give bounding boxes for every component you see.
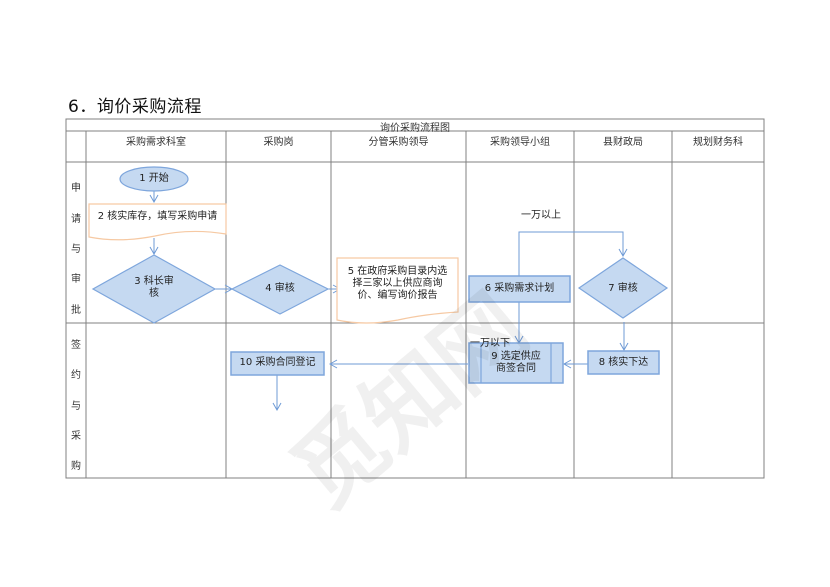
node-shapes (88, 166, 669, 384)
row-label-char: 约 (71, 370, 81, 381)
node-10-label: 10 采购合同登记 (239, 357, 316, 368)
row-label-char: 采 (71, 431, 81, 442)
table-title: 询价采购流程图 (380, 123, 450, 134)
node-4-diamond (230, 264, 330, 315)
column-header-demand-dept: 采购需求科室 (126, 137, 186, 148)
node-5-document (336, 257, 459, 324)
column-header-finance-bureau: 县财政局 (603, 137, 643, 148)
connectors (149, 190, 629, 412)
node-9-predefined (468, 342, 564, 384)
node-7-diamond (577, 257, 669, 319)
row-label-char: 申 (71, 183, 81, 194)
node-2-label: 2 核实库存，填写采购申请 (97, 211, 218, 222)
node-3-diamond (91, 254, 217, 324)
section-heading: 6．询价采购流程 (68, 97, 202, 117)
node-2-document (88, 203, 227, 241)
column-header-procurement-post: 采购岗 (263, 137, 294, 148)
node-4-label: 4 审核 (265, 283, 295, 294)
row-label-char: 审 (71, 274, 81, 285)
node-1-start (119, 166, 189, 192)
node-9-label-line2: 商签合同 (496, 363, 536, 374)
node-9-label-line1: 9 选定供应 (491, 351, 541, 362)
node-5-label-line1: 5 在政府采购目录内选 (347, 266, 448, 277)
table-grid (65, 118, 765, 479)
column-header-procurement-leader: 分管采购领导 (368, 137, 429, 148)
node-3-label-line2: 核 (149, 288, 159, 299)
row-label-char: 请 (71, 214, 81, 225)
row-label-char: 与 (71, 244, 81, 255)
node-6-label: 6 采购需求计划 (484, 283, 555, 294)
column-header-planning-finance: 规划财务科 (693, 137, 743, 148)
row-label-char: 签 (71, 340, 81, 351)
node-6-rect (468, 275, 571, 303)
node-8-label: 8 核实下达 (598, 357, 649, 368)
row-label-char: 购 (71, 461, 81, 472)
node-10-rect (230, 351, 325, 376)
node-7-label: 7 审核 (608, 283, 638, 294)
node-5-label-line3: 价、编写询价报告 (357, 290, 438, 301)
row-label-char: 与 (71, 401, 81, 412)
row-label-char: 批 (71, 305, 81, 316)
node-1-label: 1 开始 (139, 173, 169, 184)
node-8-rect (587, 350, 660, 375)
node-3-label-line1: 3 科长审 (134, 276, 174, 287)
column-header-leading-group: 采购领导小组 (490, 137, 550, 148)
edge-label-above-10k: 一万以上 (521, 210, 561, 221)
node-5-label-line2: 择三家以上供应商询 (352, 278, 443, 289)
edge-label-below-10k: 一万以下 (470, 338, 510, 349)
